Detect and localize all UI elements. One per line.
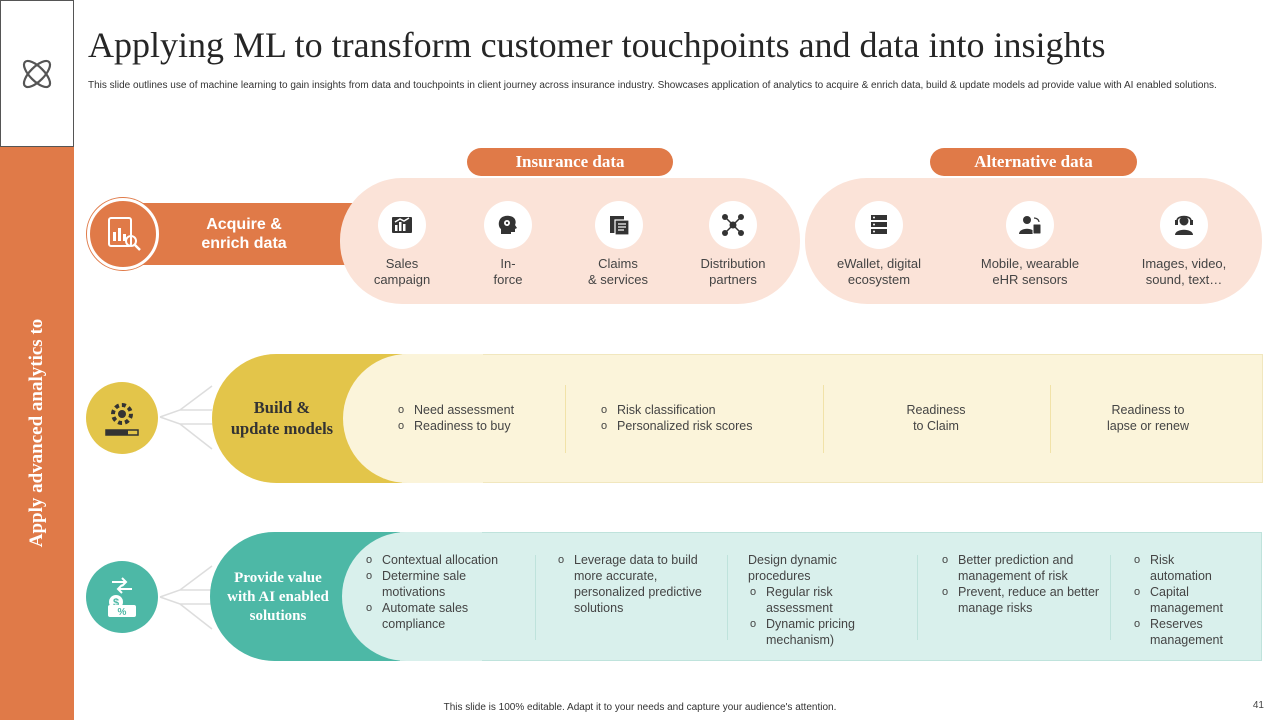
item-label-ewallet: eWallet, digital ecosystem <box>836 256 922 287</box>
list-item: Better prediction and management of risk <box>940 552 1100 584</box>
gear-progress-icon <box>105 403 139 436</box>
sidebar <box>0 147 74 720</box>
list-item: Determine sale motivations <box>364 568 524 600</box>
divider <box>535 555 536 640</box>
list-item: Capital management <box>1132 584 1244 616</box>
divider <box>1050 385 1051 453</box>
item-label-distribution-partners: Distribution partners <box>700 256 766 287</box>
provide-col-risk: Better prediction and management of risk… <box>940 552 1100 616</box>
provide-col-predictive: Leverage data to build more accurate, pe… <box>556 552 712 616</box>
acquire-enrich-bar: Acquire & enrich data <box>120 203 360 265</box>
build-label: Build & update models <box>230 398 334 438</box>
network-icon <box>709 201 757 249</box>
provide-icon-circle: $ % <box>86 561 158 633</box>
head-gears-icon <box>484 201 532 249</box>
server-icon <box>855 201 903 249</box>
list-item: Need assessment <box>396 402 566 418</box>
list-item: Reserves management <box>1132 616 1244 648</box>
list-item: Contextual allocation <box>364 552 524 568</box>
item-label-mobile-wearable: Mobile, wearable eHR sensors <box>980 256 1080 287</box>
item-label-in-force: In- force <box>493 256 523 287</box>
list-item: Dynamic pricing mechanism) <box>748 616 878 648</box>
list-item: Leverage data to build more accurate, pe… <box>556 552 712 616</box>
build-col-claim: Readiness to Claim <box>906 403 966 433</box>
acquire-icon-circle <box>87 198 159 270</box>
provide-col-pricing: Design dynamic procedures Regular risk a… <box>748 552 908 648</box>
build-col-needs: Need assessment Readiness to buy <box>396 402 566 434</box>
headset-user-icon <box>1160 201 1208 249</box>
sidebar-label: Apply advanced analytics to <box>26 318 47 548</box>
sales-campaign-icon <box>378 201 426 249</box>
footer-note: This slide is 100% editable. Adapt it to… <box>443 702 837 713</box>
page-title: Applying ML to transform customer touchp… <box>88 25 1106 65</box>
svg-text:$: $ <box>113 597 119 609</box>
divider <box>823 385 824 453</box>
provide-connector-lines <box>159 565 213 630</box>
build-col-risk: Risk classification Personalized risk sc… <box>599 402 799 434</box>
build-connector-lines <box>159 385 213 450</box>
list-item: Readiness to buy <box>396 418 566 434</box>
build-icon-circle <box>86 382 158 454</box>
list-item: Risk automation <box>1132 552 1212 584</box>
page-number: 41 <box>1252 700 1264 711</box>
divider <box>565 385 566 453</box>
alternative-data-header: Alternative data <box>930 148 1137 176</box>
logo <box>0 0 74 147</box>
divider <box>727 555 728 640</box>
documents-icon <box>595 201 643 249</box>
list-item: Prevent, reduce an better manage risks <box>940 584 1100 616</box>
report-search-icon <box>108 217 141 251</box>
list-item: Risk classification <box>599 402 799 418</box>
list-item: Regular risk assessment <box>748 584 868 616</box>
provide-col-pricing-heading: Design dynamic procedures <box>748 553 837 583</box>
item-label-sales-campaign: Sales campaign <box>373 256 431 287</box>
provide-label: Provide value with AI enabled solutions <box>227 569 329 624</box>
item-label-images-video: Images, video, sound, text… <box>1141 256 1227 287</box>
user-devices-icon <box>1006 201 1054 249</box>
provide-col-sales: Contextual allocation Determine sale mot… <box>364 552 524 632</box>
build-col-lapse: Readiness to lapse or renew <box>1107 403 1189 433</box>
page-subtitle: This slide outlines use of machine learn… <box>88 80 1217 91</box>
provide-col-capital: Risk automation Capital management Reser… <box>1132 552 1244 648</box>
divider <box>917 555 918 640</box>
money-exchange-icon: $ % <box>108 577 136 618</box>
atom-logo-icon <box>22 59 52 88</box>
divider <box>1110 555 1111 640</box>
list-item: Personalized risk scores <box>599 418 799 434</box>
svg-text:%: % <box>118 607 127 618</box>
item-label-claims-services: Claims & services <box>588 256 648 287</box>
list-item: Automate sales compliance <box>364 600 524 632</box>
insurance-data-header: Insurance data <box>467 148 673 176</box>
